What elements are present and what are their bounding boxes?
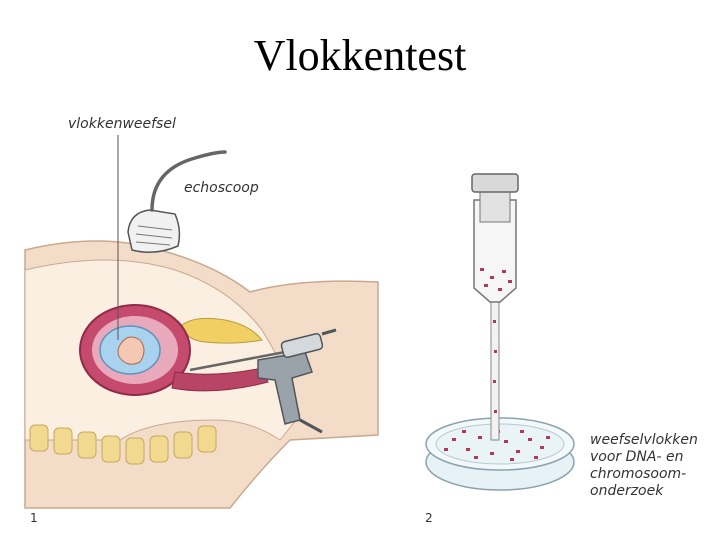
slide-title: Vlokkentest <box>253 31 467 80</box>
panel-2-illustration <box>425 173 575 491</box>
syringe-plunger <box>479 191 511 223</box>
panel-1-illustration <box>24 135 379 509</box>
embryo-icon <box>117 336 145 365</box>
label-weefselvlokken-line-1: weefselvlokken <box>590 432 698 448</box>
label-echoscoop: echoscoop <box>184 180 259 196</box>
bladder-icon <box>181 317 263 344</box>
label-weefselvlokken-line-4: onderzoek <box>590 483 664 499</box>
birth-canal <box>171 367 269 392</box>
label-vlokkenweefsel: vlokkenweefsel <box>68 116 176 132</box>
ultrasound-probe-icon <box>127 209 181 253</box>
panel-number-1: 1 <box>30 511 38 525</box>
probe-cable <box>150 150 227 212</box>
panel-number-2: 2 <box>425 511 433 525</box>
syringe-cap <box>471 173 519 193</box>
syringe-barrel <box>473 199 517 303</box>
tissue-flakes-syringe <box>480 268 512 413</box>
spine-icon <box>29 424 217 465</box>
label-weefselvlokken-line-3: chromosoom- <box>590 466 687 482</box>
catheter-icon <box>189 350 286 372</box>
syringe-1-icon <box>280 333 324 359</box>
label-weefselvlokken-line-2: voor DNA- en <box>590 449 684 465</box>
